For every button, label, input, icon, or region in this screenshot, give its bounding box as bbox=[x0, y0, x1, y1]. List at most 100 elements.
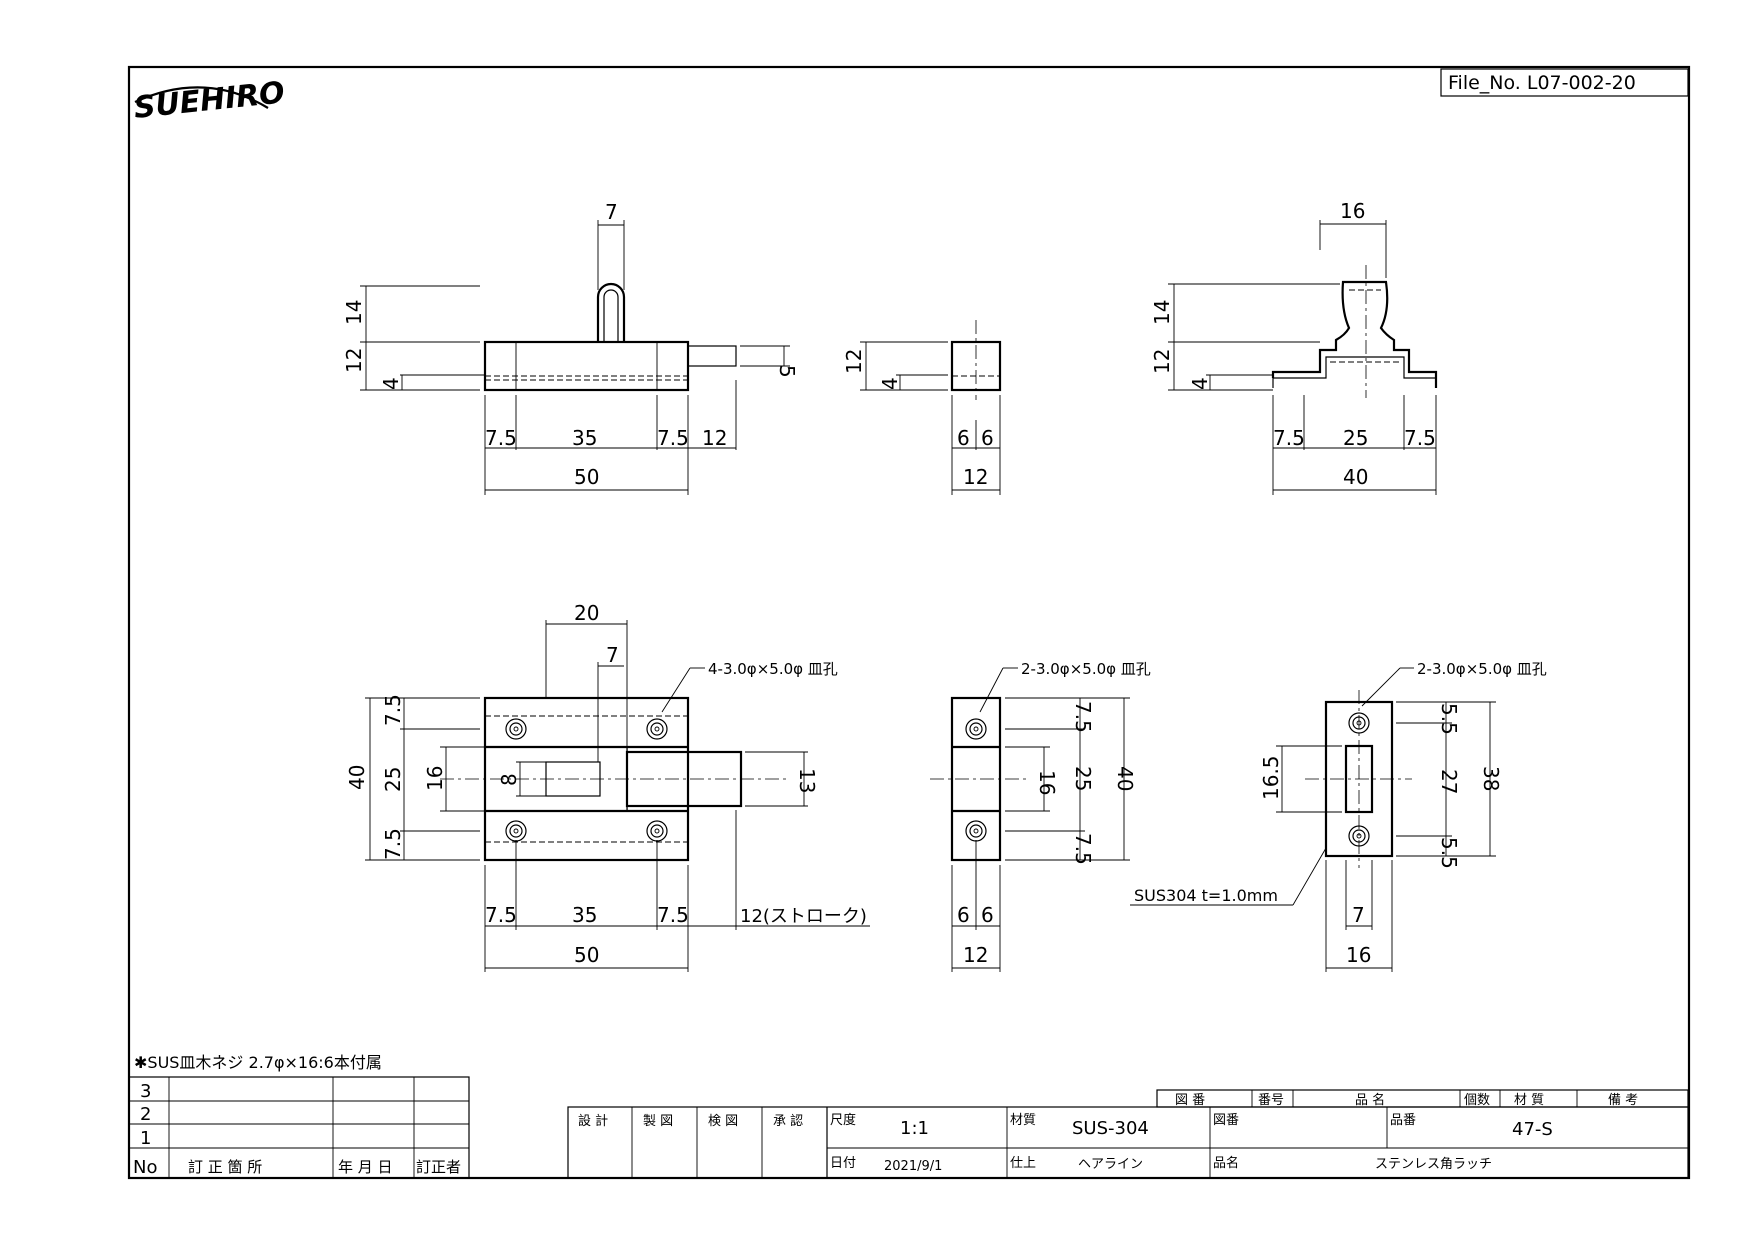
svg-text:13: 13 bbox=[795, 768, 819, 793]
svg-text:4: 4 bbox=[878, 377, 902, 390]
svg-text:38: 38 bbox=[1479, 766, 1503, 791]
svg-text:6: 6 bbox=[957, 903, 970, 927]
svg-text:12: 12 bbox=[1150, 349, 1174, 374]
svg-text:品番: 品番 bbox=[1390, 1113, 1416, 1128]
dim-14: 14 bbox=[342, 300, 366, 325]
material-value: SUS-304 bbox=[1072, 1118, 1149, 1139]
material-callout: SUS304 t=1.0mm bbox=[1134, 886, 1278, 905]
svg-text:尺度: 尺度 bbox=[830, 1112, 856, 1128]
svg-text:40: 40 bbox=[1343, 465, 1368, 489]
hole-callout: 2-3.0φ×5.0φ 皿孔 bbox=[1417, 660, 1547, 678]
svg-text:8: 8 bbox=[497, 773, 521, 786]
svg-text:35: 35 bbox=[572, 903, 597, 927]
svg-text:訂正者: 訂正者 bbox=[416, 1158, 461, 1176]
svg-text:40: 40 bbox=[1113, 766, 1137, 791]
latch-plan-view: 20 7 4-3.0φ×5.0φ 皿孔 40 7.5 25 7.5 16 8 1… bbox=[345, 601, 870, 972]
date-value: 2021/9/1 bbox=[884, 1159, 942, 1174]
svg-text:6: 6 bbox=[981, 426, 994, 450]
svg-text:7: 7 bbox=[1352, 903, 1365, 927]
svg-text:16: 16 bbox=[423, 766, 447, 791]
svg-text:12: 12 bbox=[963, 465, 988, 489]
screw-hole bbox=[646, 718, 668, 740]
svg-text:35: 35 bbox=[572, 426, 597, 450]
suehiro-logo: SUEHIRO bbox=[132, 75, 286, 126]
svg-text:7.5: 7.5 bbox=[381, 828, 405, 860]
svg-text:4: 4 bbox=[1188, 377, 1212, 390]
svg-text:検 図: 検 図 bbox=[708, 1114, 738, 1129]
latch-front-view: 7 14 12 4 5 7.5 35 7.5 12 50 bbox=[342, 200, 799, 495]
screw-hole bbox=[1348, 712, 1370, 734]
svg-text:7.5: 7.5 bbox=[1071, 701, 1095, 733]
svg-text:12: 12 bbox=[963, 943, 988, 967]
svg-text:7.5: 7.5 bbox=[485, 426, 517, 450]
drawing-border bbox=[127, 65, 1691, 1180]
screw-hole bbox=[965, 820, 987, 842]
svg-text:50: 50 bbox=[574, 465, 599, 489]
svg-text:承 認: 承 認 bbox=[773, 1113, 803, 1129]
dim-4: 4 bbox=[379, 377, 403, 390]
svg-text:品 名: 品 名 bbox=[1355, 1092, 1385, 1108]
svg-text:6: 6 bbox=[957, 426, 970, 450]
file-number: File_No. L07-002-20 bbox=[1448, 72, 1636, 94]
screw-hole bbox=[505, 820, 527, 842]
svg-text:日付: 日付 bbox=[830, 1156, 856, 1171]
svg-text:訂 正 箇 所: 訂 正 箇 所 bbox=[188, 1158, 262, 1176]
svg-text:6: 6 bbox=[981, 903, 994, 927]
svg-text:7.5: 7.5 bbox=[1071, 833, 1095, 865]
svg-text:14: 14 bbox=[1150, 300, 1174, 325]
svg-text:12: 12 bbox=[702, 426, 727, 450]
scale-value: 1:1 bbox=[900, 1118, 929, 1139]
svg-text:No: No bbox=[133, 1157, 157, 1178]
svg-text:40: 40 bbox=[345, 765, 369, 790]
svg-text:図 番: 図 番 bbox=[1175, 1093, 1205, 1108]
svg-text:7.5: 7.5 bbox=[657, 903, 689, 927]
svg-text:7.5: 7.5 bbox=[381, 694, 405, 726]
svg-text:備 考: 備 考 bbox=[1608, 1092, 1638, 1108]
screw-hole bbox=[505, 718, 527, 740]
svg-text:16: 16 bbox=[1035, 770, 1059, 795]
svg-text:25: 25 bbox=[1071, 766, 1095, 791]
svg-text:27: 27 bbox=[1437, 769, 1461, 794]
svg-text:50: 50 bbox=[574, 943, 599, 967]
svg-text:品名: 品名 bbox=[1213, 1155, 1239, 1171]
svg-text:12: 12 bbox=[842, 349, 866, 374]
svg-text:5.5: 5.5 bbox=[1437, 837, 1461, 869]
svg-text:SUEHIRO: SUEHIRO bbox=[132, 75, 286, 126]
svg-text:20: 20 bbox=[574, 601, 599, 625]
svg-text:7.5: 7.5 bbox=[485, 903, 517, 927]
svg-text:材 質: 材 質 bbox=[1514, 1093, 1544, 1108]
svg-text:番号: 番号 bbox=[1258, 1093, 1284, 1108]
svg-text:設 計: 設 計 bbox=[578, 1113, 608, 1129]
revision-table: 3 2 1 No 訂 正 箇 所 年 月 日 訂正者 bbox=[128, 1076, 470, 1179]
svg-text:製 図: 製 図 bbox=[643, 1114, 673, 1129]
svg-text:16.5: 16.5 bbox=[1259, 755, 1283, 800]
screw-hole bbox=[1348, 825, 1370, 847]
latch-side-view: 12 4 6 6 12 bbox=[842, 320, 1002, 495]
product-name: ステンレス角ラッチ bbox=[1375, 1157, 1492, 1172]
svg-text:材質: 材質 bbox=[1010, 1113, 1036, 1128]
accessory-note: ✱SUS皿木ネジ 2.7φ×16:6本付属 bbox=[134, 1053, 382, 1072]
svg-text:1: 1 bbox=[140, 1128, 151, 1149]
svg-text:25: 25 bbox=[1343, 426, 1368, 450]
svg-text:3: 3 bbox=[140, 1081, 151, 1102]
latch-end-view: 2-3.0φ×5.0φ 皿孔 16 7.5 25 7.5 40 6 6 12 bbox=[930, 660, 1151, 972]
svg-text:年 月 日: 年 月 日 bbox=[338, 1158, 393, 1176]
screw-hole bbox=[965, 718, 987, 740]
file-number-box: File_No. L07-002-20 bbox=[1440, 68, 1689, 97]
svg-text:7: 7 bbox=[606, 643, 619, 667]
keeper-plan-view: 2-3.0φ×5.0φ 皿孔 16.5 5.5 27 5.5 38 SUS304… bbox=[1130, 660, 1547, 972]
svg-text:16: 16 bbox=[1340, 199, 1365, 223]
svg-text:25: 25 bbox=[381, 767, 405, 792]
part-number: 47-S bbox=[1512, 1119, 1553, 1140]
svg-text:7.5: 7.5 bbox=[657, 426, 689, 450]
finish-value: ヘアライン bbox=[1078, 1157, 1143, 1172]
dim-12: 12 bbox=[342, 348, 366, 373]
svg-text:5.5: 5.5 bbox=[1437, 703, 1461, 735]
title-block: 図 番 番号 品 名 個数 材 質 備 考 設 計 製 図 検 図 承 認 尺度… bbox=[567, 1089, 1689, 1179]
keeper-side-view: 16 14 12 4 7.5 25 7.5 40 bbox=[1150, 199, 1438, 495]
stroke-label: 12(ストローク) bbox=[740, 906, 867, 927]
svg-text:仕上: 仕上 bbox=[1010, 1156, 1036, 1171]
dim-5: 5 bbox=[775, 365, 799, 378]
svg-text:7.5: 7.5 bbox=[1404, 426, 1436, 450]
